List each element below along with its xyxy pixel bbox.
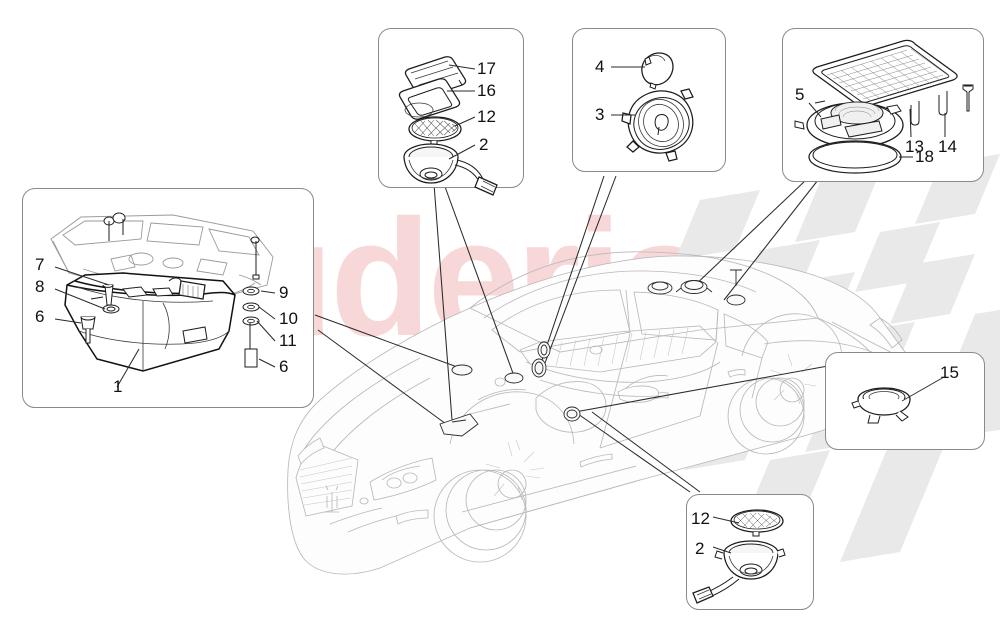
label-2: 2 [479,135,489,154]
label-8: 8 [35,277,45,296]
label-13: 13 [905,137,924,156]
label-6-left: 6 [35,307,45,326]
small-speaker-drawing [851,376,945,424]
speaker-with-harness-part [403,143,498,196]
speaker-marker-door-rear [537,341,551,359]
speaker-with-harness-part [692,540,786,604]
screw-part [962,84,974,112]
label-15: 15 [940,363,959,382]
grommet-part [80,316,96,344]
speaker-marker-rear-shelf-right [675,280,713,294]
label-12-bottom: 12 [691,509,710,528]
label-2-bottom: 2 [695,539,705,558]
top-center-callout: 4 3 [572,28,726,172]
speaker-marker-rear-shelf-left [647,281,673,295]
door-speaker-assembly-drawing [611,52,694,162]
speaker-marker-dash-left [451,364,473,376]
right-callout: 15 [825,352,985,450]
label-6-right: 6 [279,357,289,376]
label-4: 4 [595,57,605,76]
bracket-bolt-icons [103,212,126,241]
label-18: 18 [915,147,934,166]
label-17: 17 [477,59,496,78]
label-9: 9 [279,283,289,302]
speaker-marker-hood [439,413,479,437]
washer-stack-part [242,286,260,368]
rear-shelf-subwoofer-drawing [794,39,974,174]
label-14: 14 [938,137,957,156]
tweeter-assembly-drawing [398,56,498,196]
mesh-grille-part [730,509,784,537]
speaker-marker-dash-center [504,372,524,384]
top-right-callout: 5 13 14 18 [782,28,984,182]
gasket-frame-part [398,78,461,120]
subwoofer-enclosure-drawing [50,212,276,388]
speaker-marker-door-front [531,358,547,378]
antenna-icon [730,269,742,286]
left-callout: 7 8 6 1 9 10 11 6 [22,188,314,408]
label-10: 10 [279,309,298,328]
subwoofer-part [794,100,904,156]
speaker-marker-rear-shelf-far [726,294,746,306]
label-1: 1 [113,377,123,396]
label-11: 11 [279,331,297,350]
speaker-marker-pillar [563,406,581,422]
label-7: 7 [35,255,45,274]
mesh-grille-part [408,116,462,146]
sealing-ring-part [808,140,902,174]
label-16: 16 [477,81,496,100]
label-5: 5 [795,85,805,104]
bottom-right-callout: 12 2 [686,494,814,610]
grille-panel-part [812,39,958,126]
mount-screw-part [102,284,120,314]
label-12: 12 [477,107,496,126]
long-screw-part [250,236,260,280]
woofer-speaker-part [621,88,694,162]
top-left-callout: 17 16 12 2 [378,28,524,196]
mid-speaker-assembly-drawing [692,509,786,604]
tweeter-part [851,387,911,424]
speaker-cap-part [641,52,674,90]
label-3: 3 [595,105,605,124]
